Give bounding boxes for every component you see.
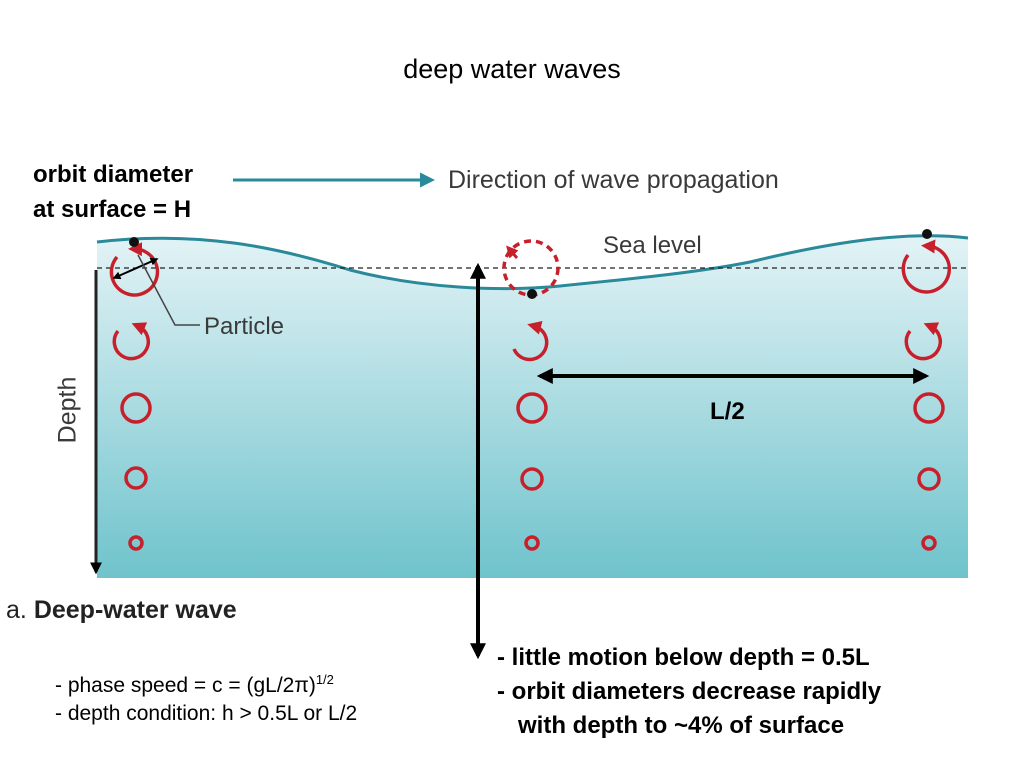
figure-caption: a. Deep-water wave [6,596,237,625]
particle-leader-line [137,254,200,326]
particle-dot-middle [527,289,537,299]
water-body [97,235,968,578]
wave-surface-line [96,234,969,291]
particle-dot-right [922,229,932,239]
orbit-diameter-value-label: at surface = H [33,196,192,223]
orbit-diameter-label: orbit diameter [33,161,194,188]
depth-condition: - depth condition: h > 0.5L or L/2 [55,702,358,725]
orbit-column-crest-right [901,239,952,551]
note-little-motion: - little motion below depth = 0.5L [497,644,870,671]
caption-title: Deep-water wave [33,596,237,624]
caption-letter: a. [6,596,27,624]
sea-level-label: Sea level [603,232,702,259]
phase-speed-text: - phase speed = c = (gL/2π) [55,674,316,697]
depth-label: Depth [53,376,82,444]
particle-dot-left [129,237,139,247]
half-wavelength-label: L/2 [710,398,745,425]
phase-speed-equation: - phase speed = c = (gL/2π)1/2 [55,672,334,698]
slide-title: deep water waves [403,54,621,84]
orbit-diameter-arrow [112,257,159,280]
particle-label: Particle [204,313,285,340]
phase-speed-exponent: 1/2 [315,672,334,687]
direction-label: Direction of wave propagation [448,166,779,194]
note-orbit-decrease: - orbit diameters decrease rapidly [497,678,882,705]
note-orbit-decrease-continued: with depth to ~4% of surface [518,712,845,739]
orbit-column-crest-left [109,242,160,551]
